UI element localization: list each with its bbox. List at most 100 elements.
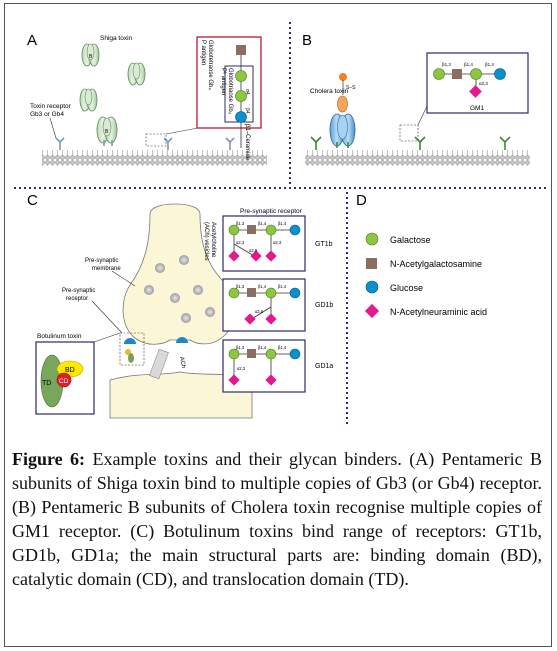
galnac-node	[247, 349, 256, 358]
legend-galactose-label: Galactose	[390, 235, 431, 245]
receptor-pointer	[49, 117, 57, 139]
galactose-node	[235, 90, 247, 102]
galactose-node	[228, 348, 240, 360]
cd-label: CD	[59, 378, 69, 385]
sialic-node	[469, 85, 482, 98]
ach-vesicles-line1: Acetylcholine	[210, 222, 216, 258]
receptor-gd1a: β1,3 β1,4 β1,4 α2,3	[222, 339, 306, 393]
membrane-b	[305, 150, 530, 166]
ach-vesicles-line2: (ACh) vesicles	[203, 222, 209, 261]
sialic-node	[265, 250, 277, 262]
linkage-label: β1,4	[278, 221, 287, 226]
linkage-label: β1,3	[442, 62, 451, 67]
glucose-node	[289, 348, 301, 360]
linkage-label: α2,3	[479, 81, 488, 86]
linkage-label: β1,4	[258, 284, 267, 289]
shiga-toxin-bound: B	[96, 116, 118, 144]
gd1b-linkages: β1,3 β1,4 β1,4 α2,8	[236, 284, 287, 314]
linkage-label: β1,4	[485, 62, 494, 67]
ceramide-label: β1–Ceramide	[244, 124, 250, 161]
inset-a-gb3: α4 β4 β1–Ceramide Globotriaose Gb₃ Pᵏ an…	[196, 36, 262, 161]
panel-d-letter: D	[356, 192, 367, 209]
shiga-subunit-label: B	[89, 54, 93, 60]
receptor-name-gd1b: GD1b	[315, 302, 333, 309]
disulfide-label: S–S	[346, 85, 356, 91]
cholera-toxin-label: Cholera toxin	[310, 88, 349, 95]
caption-text: Example toxins and their glycan binders.…	[12, 449, 543, 589]
legend-glucose-symbol	[365, 280, 379, 294]
glucose-node	[494, 68, 506, 80]
presyn-membrane-line1: Pre-synaptic	[85, 258, 118, 264]
panel-a: A Shiga toxin B B Toxin receptor Gb3	[27, 32, 267, 166]
galactose-node	[228, 287, 240, 299]
legend: Galactose N-Acetylgalactosamine Glucose …	[364, 232, 487, 319]
linkage-label: β1,4	[278, 345, 287, 350]
legend-galnac-symbol	[366, 258, 377, 269]
sialic-node	[228, 374, 240, 386]
cholera-toxin	[329, 95, 356, 147]
linkage-label: β1,4	[258, 345, 267, 350]
legend-galnac-label: N-Acetylgalactosamine	[390, 259, 482, 269]
galactose-node	[265, 287, 277, 299]
glucose-node	[289, 224, 301, 236]
membrane-pointer	[111, 270, 136, 287]
inset-a-line: Globotetraose Gb₄	[207, 40, 213, 90]
caption-label: Figure 6:	[12, 449, 86, 469]
sialic-node	[250, 250, 262, 262]
sialic-node	[244, 313, 256, 325]
linkage-label: β1,3	[236, 221, 245, 226]
receptor-stalks-b	[310, 136, 511, 150]
glucose-node	[235, 111, 247, 123]
nerve-terminal	[122, 203, 236, 345]
sialic-node	[228, 250, 240, 262]
sialic-node	[265, 374, 277, 386]
glucose-node	[289, 287, 301, 299]
shiga-toxin-label: Shiga toxin	[100, 35, 133, 42]
ach-release: ACh	[149, 348, 186, 380]
botulinum-at-membrane	[119, 332, 188, 366]
inset-a-linkages: α4 β4	[244, 89, 250, 114]
panel-c: C Acetylcholine (ACh) vesicles Pre-synap…	[27, 192, 333, 419]
membrane-a	[42, 150, 267, 166]
galactose-node	[265, 348, 277, 360]
zoom-line-c	[93, 332, 121, 343]
cd-domain	[56, 372, 72, 388]
linkage-label: α2,3	[236, 240, 245, 245]
linkage-label: β1,3	[236, 284, 245, 289]
galnac-node	[236, 45, 246, 55]
receptor-name-gd1a: GD1a	[315, 363, 333, 370]
zoom-box-b	[399, 124, 419, 142]
bd-label: BD	[65, 367, 75, 374]
galnac-node	[247, 288, 256, 297]
receptor-gd1b: β1,3 β1,4 β1,4 α2,8	[222, 278, 306, 332]
presyn-membrane-line2: membrane	[92, 266, 121, 272]
botulinum-toxin-label: Botulinum toxin	[37, 333, 82, 340]
receptor-name-gt1b: GT1b	[315, 241, 333, 248]
botulinum-toxin-inset: Botulinum toxin BD CD TD	[35, 332, 121, 415]
inset-a-line: P antigen	[200, 40, 206, 65]
ach-vesicles-label: Acetylcholine (ACh) vesicles	[203, 222, 216, 261]
zoom-line-b	[417, 103, 429, 126]
galactose-node	[235, 70, 247, 82]
galnac-node	[247, 225, 256, 234]
zoom-box-a	[145, 133, 167, 147]
inset-a-line: Globotriaose Gb₃	[227, 68, 233, 115]
toxin-receptor-label-1: Toxin receptor	[30, 103, 72, 110]
gt1b-linkages: β1,3 β1,4 β1,4 α2,3 α2,8 α2,3	[236, 221, 287, 253]
panel-c-letter: C	[27, 192, 38, 209]
panel-b-letter: B	[302, 32, 312, 49]
linkage-label: α2,8	[249, 248, 258, 253]
td-label: TD	[42, 380, 51, 387]
cholera-a-subunit	[339, 73, 347, 81]
figure-caption: Figure 6: Example toxins and their glyca…	[12, 447, 542, 591]
linkage-label: β1,4	[258, 221, 267, 226]
receptor-gt1b: β1,3 β1,4 β1,4 α2,3 α2,8 α2,3	[222, 215, 306, 272]
legend-glucose-label: Glucose	[390, 283, 423, 293]
toxin-receptor-label-2: Gb3 or Gb4	[30, 111, 64, 118]
ach-label: ACh	[178, 356, 186, 369]
inset-b-gm1: β1,3 β1,4 β1,4 α2,3 GM1	[426, 52, 529, 114]
linkage-label: α2,3	[237, 366, 246, 371]
sialic-node	[265, 313, 277, 325]
linkage-label: β1,4	[278, 284, 287, 289]
